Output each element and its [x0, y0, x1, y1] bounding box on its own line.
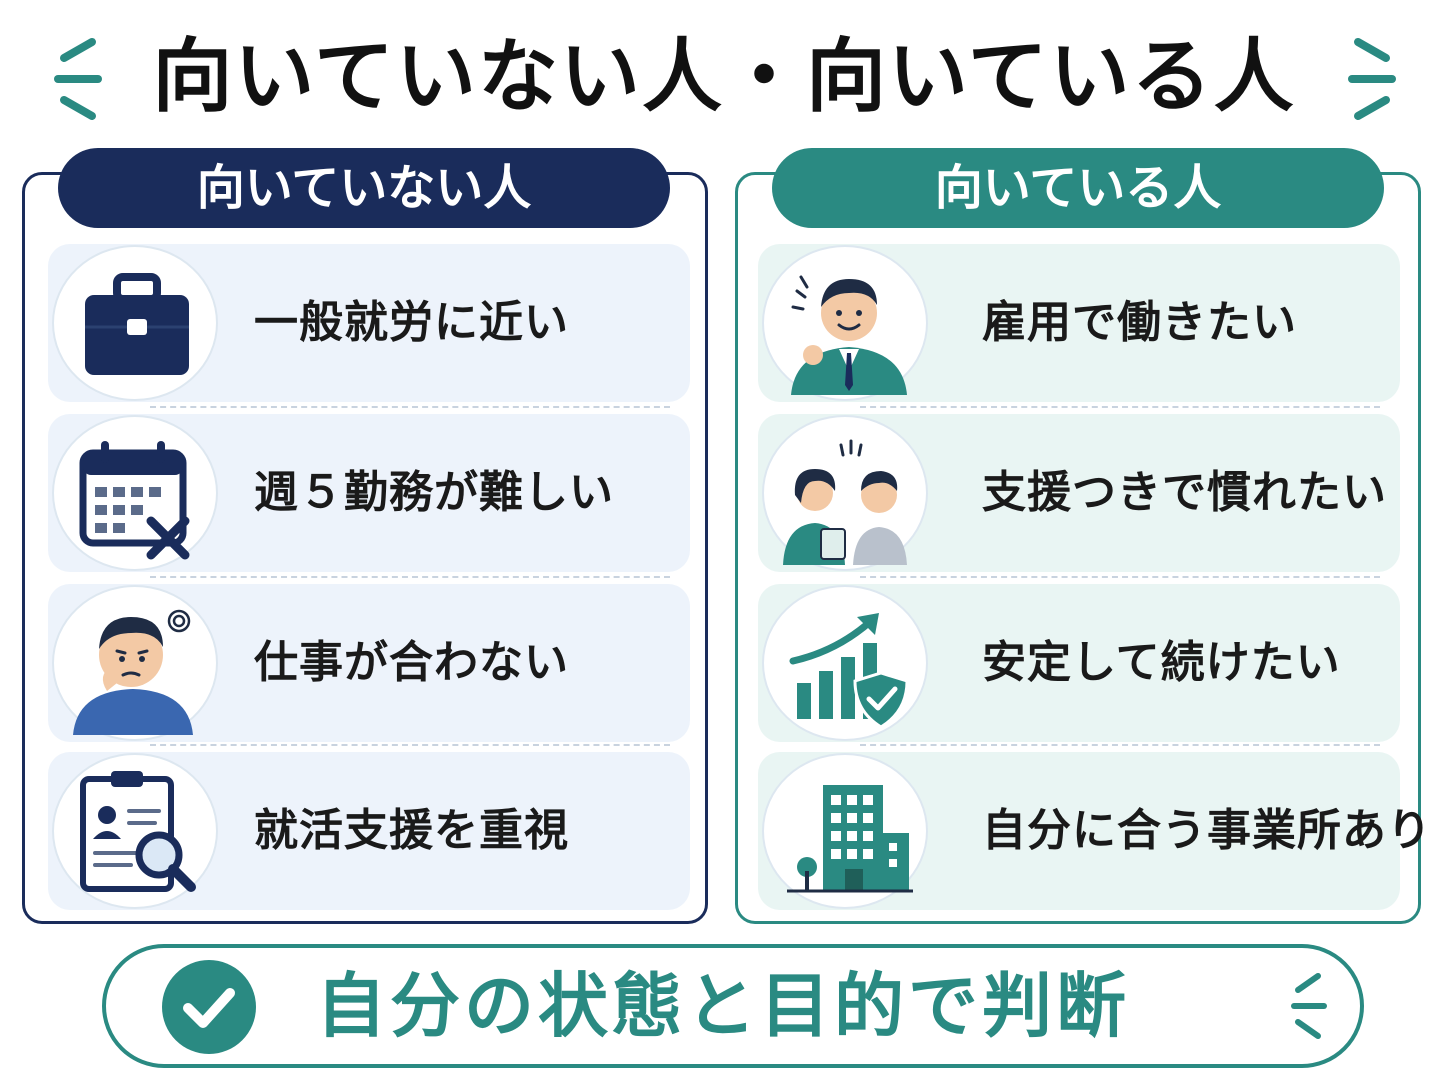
item-label: 仕事が合わない: [254, 637, 569, 688]
not-suited-header: 向いていない人: [58, 148, 670, 228]
item-label: 一般就労に近い: [254, 297, 569, 348]
item-label: 支援つきで慣れたい: [982, 467, 1387, 518]
icon-frame: [52, 585, 218, 741]
list-item: 自分に合う事業所あり: [758, 752, 1431, 910]
left-burst-icon: [54, 38, 102, 120]
list-item: 雇用で働きたい: [758, 244, 1400, 402]
list-item: 支援つきで慣れたい: [758, 414, 1400, 572]
check-icon: [162, 960, 256, 1054]
icon-frame: [762, 415, 928, 571]
list-item: 就活支援を重視: [48, 752, 690, 910]
support-conversation-icon: [783, 439, 907, 565]
list-item: 週５勤務が難しい: [48, 414, 690, 572]
divider: [860, 744, 1380, 746]
list-item: 仕事が合わない: [48, 584, 690, 742]
item-label: 雇用で働きたい: [982, 297, 1297, 348]
suited-header: 向いている人: [772, 148, 1384, 228]
growth-shield-icon: [789, 613, 909, 729]
office-building-icon: [787, 785, 913, 893]
icon-frame: [52, 245, 218, 401]
item-label: 週５勤務が難しい: [254, 467, 614, 518]
item-label: 安定して続けたい: [982, 637, 1341, 688]
divider: [860, 576, 1380, 578]
icon-frame: [762, 585, 928, 741]
resume-search-icon: [80, 771, 196, 892]
item-label: 自分に合う事業所あり: [982, 805, 1432, 856]
conclusion-text: 自分の状態と目的で判断: [316, 965, 1130, 1047]
right-burst-icon: [1348, 38, 1396, 120]
icon-frame: [52, 415, 218, 571]
item-label: 就活支援を重視: [254, 805, 569, 856]
calendar-cross-icon: [79, 441, 190, 560]
divider: [860, 406, 1380, 408]
worried-person-icon: [73, 609, 193, 735]
accent-burst-icon: [1291, 973, 1327, 1039]
divider: [150, 576, 670, 578]
icon-frame: [762, 753, 928, 909]
divider: [150, 406, 670, 408]
list-item: 一般就労に近い: [48, 244, 690, 402]
businessman-icon: [791, 275, 907, 395]
icon-frame: [52, 753, 218, 909]
page-title: 向いていない人・向いている人: [152, 30, 1296, 123]
icon-frame: [762, 245, 928, 401]
divider: [150, 744, 670, 746]
conclusion-banner: 自分の状態と目的で判断: [102, 944, 1364, 1068]
list-item: 安定して続けたい: [758, 584, 1400, 742]
briefcase-icon: [85, 273, 189, 375]
